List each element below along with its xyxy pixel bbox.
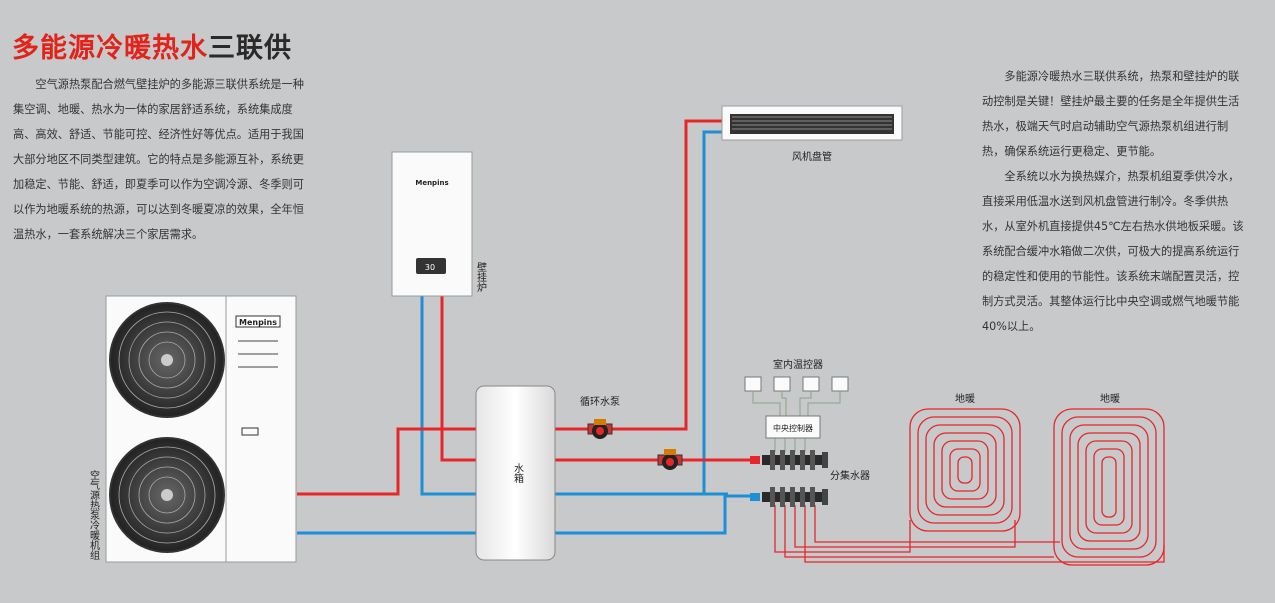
controller-label: 中央控制器 [773,423,813,433]
floor-feed-3 [794,505,1016,548]
right-description: 多能源冷暖热水三联供系统，热泵和壁挂炉的联动控制是关键！壁挂炉最主要的任务是全年… [982,64,1250,339]
cold-pipe-boiler-tank [420,296,728,496]
pump-icon-2 [657,449,683,470]
cold-pipe-fancoil-return [702,130,722,494]
thermostat-1 [744,376,762,392]
thermostat-2 [773,376,791,392]
thermostats [744,376,849,392]
fan-coil-label: 风机盘管 [792,150,832,163]
floor-heating-label-2: 地暖 [1100,392,1120,405]
manifold [750,450,828,507]
floor-feed-4 [804,505,1165,563]
heat-pump-brand: Menpins [239,318,277,327]
boiler-display: 30 [425,263,435,272]
title-red: 多能源冷暖热水 [12,33,208,64]
boiler-label: 壁挂炉 [475,261,487,293]
intro-paragraph: 空气源热泵配合燃气壁挂炉的多能源三联供系统是一种集空调、地暖、热水为一体的家居舒… [13,72,305,247]
floor-heating-loops [774,408,1165,566]
page-title: 多能源冷暖热水三联供 [12,26,292,65]
air-source-heat-pump: Menpins [105,295,297,563]
pump-icon-1 [587,419,613,439]
water-tank [475,385,556,561]
thermostat-label: 室内温控器 [773,358,823,371]
central-controller [765,415,821,439]
intro-text: 空气源热泵配合燃气壁挂炉的多能源三联供系统是一种集空调、地暖、热水为一体的家居舒… [13,78,304,241]
manifold-label: 分集水器 [830,469,870,482]
thermostat-3 [802,376,820,392]
right-paragraph-2: 全系统以水为换热媒介，热泵机组夏季供冷水，直接采用低温水送到风机盘管进行制冷。冬… [982,170,1244,333]
control-wiring [752,391,841,452]
title-dark: 三联供 [208,33,292,64]
floor-heating-loop-2 [1053,408,1165,566]
floor-heating-loop-1 [909,408,1021,532]
fan-top-icon [109,302,225,418]
right-paragraph-1: 多能源冷暖热水三联供系统，热泵和壁挂炉的联动控制是关键！壁挂炉最主要的任务是全年… [982,70,1240,158]
floor-feed-2 [784,505,1054,558]
floor-heating-label-1: 地暖 [955,392,975,405]
heat-pump-label: 空气源热泵冷暖机组 [88,469,100,560]
hot-pipe-pump-fancoil [600,119,722,431]
pump-label: 循环水泵 [580,395,620,408]
fan-coil-unit [721,105,903,141]
boiler-brand: Menpins [415,179,448,187]
wall-boiler: Menpins 30 [391,151,473,297]
floor-feed-5 [814,505,1060,543]
thermostat-4 [831,376,849,392]
tank-label: 水箱 [512,463,524,484]
floor-feed-1 [774,505,911,553]
hot-pipe-boiler-tank [440,296,760,462]
fan-bottom-icon [109,437,225,553]
